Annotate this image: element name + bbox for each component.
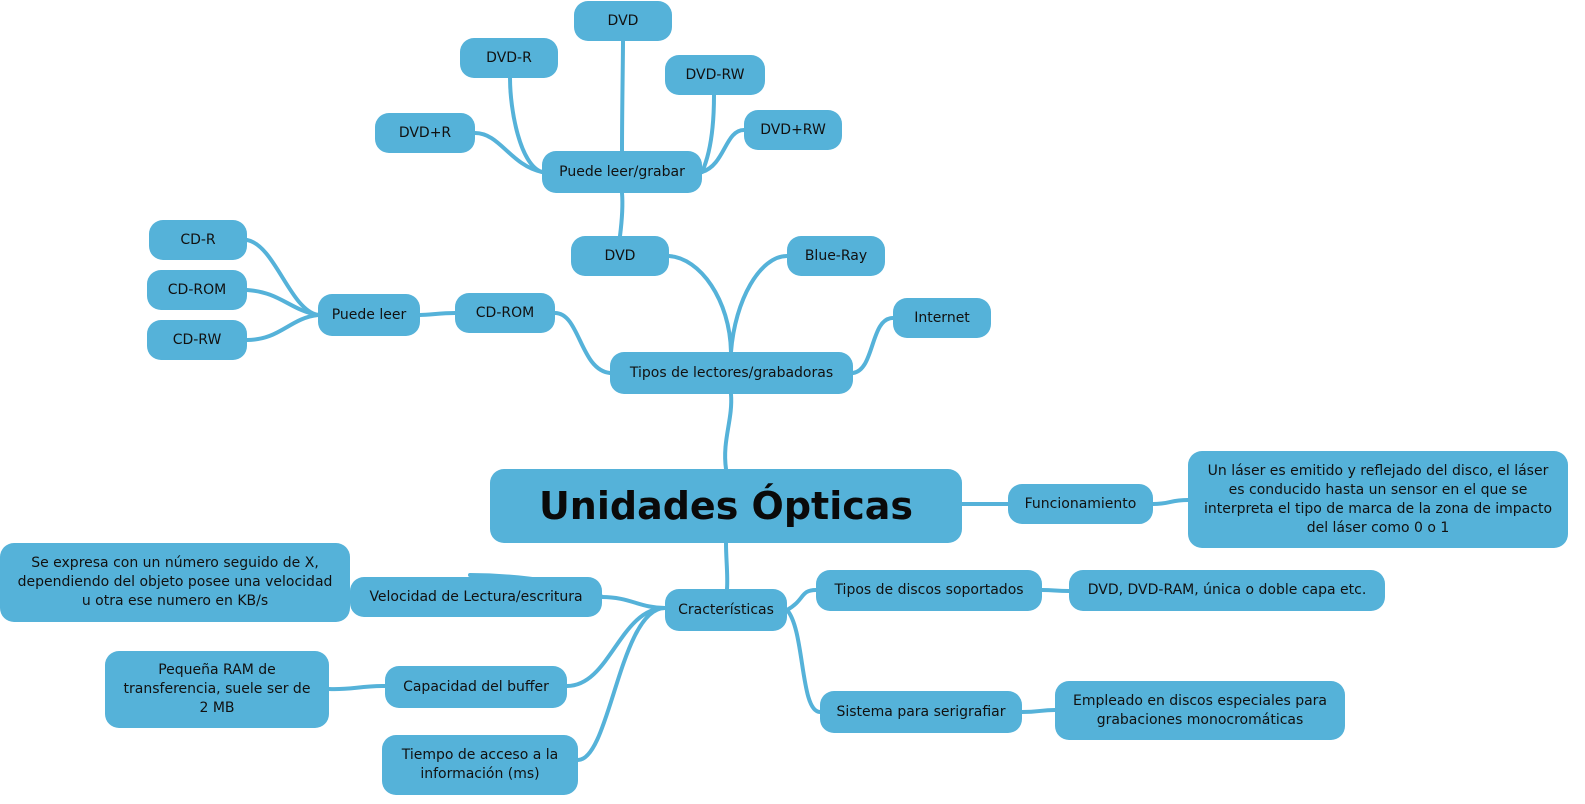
node-velocidad-desc[interactable]: Se expresa con un número seguido de X, d…	[0, 543, 350, 622]
node-dvd-top[interactable]: DVD	[574, 1, 672, 41]
node-tipos-discos-desc[interactable]: DVD, DVD-RAM, única o doble capa etc.	[1069, 570, 1385, 611]
node-funcionamiento-desc[interactable]: Un láser es emitido y reflejado del disc…	[1188, 451, 1568, 548]
node-blue-ray[interactable]: Blue-Ray	[787, 236, 885, 276]
node-buffer-desc[interactable]: Pequeña RAM de transferencia, suele ser …	[105, 651, 329, 728]
node-cd-rom-left[interactable]: CD-ROM	[147, 270, 247, 310]
node-dvd-plus-r[interactable]: DVD+R	[375, 113, 475, 153]
root-topic[interactable]: Unidades Ópticas	[490, 469, 962, 543]
node-velocidad[interactable]: Velocidad de Lectura/escritura	[350, 577, 602, 617]
node-tipos-lectores[interactable]: Tipos de lectores/grabadoras	[610, 352, 853, 394]
node-dvd[interactable]: DVD	[571, 236, 669, 276]
node-tipos-discos[interactable]: Tipos de discos soportados	[816, 570, 1042, 611]
node-buffer[interactable]: Capacidad del buffer	[385, 666, 567, 708]
node-funcionamiento[interactable]: Funcionamiento	[1008, 484, 1153, 524]
node-serigrafiar[interactable]: Sistema para serigrafiar	[820, 691, 1022, 733]
node-tiempo-acceso[interactable]: Tiempo de acceso a la información (ms)	[382, 735, 578, 795]
node-caracteristicas[interactable]: Cracterísticas	[665, 589, 787, 631]
node-cd-r[interactable]: CD-R	[149, 220, 247, 260]
node-serigrafiar-desc[interactable]: Empleado en discos especiales para graba…	[1055, 681, 1345, 740]
node-cd-rw[interactable]: CD-RW	[147, 320, 247, 360]
node-puede-leer[interactable]: Puede leer	[318, 294, 420, 336]
node-internet[interactable]: Internet	[893, 298, 991, 338]
node-dvd-r[interactable]: DVD-R	[460, 38, 558, 78]
node-puede-leer-grabar[interactable]: Puede leer/grabar	[542, 151, 702, 193]
node-dvd-plus-rw[interactable]: DVD+RW	[744, 110, 842, 150]
node-dvd-rw[interactable]: DVD-RW	[665, 55, 765, 95]
node-cd-rom[interactable]: CD-ROM	[455, 293, 555, 333]
